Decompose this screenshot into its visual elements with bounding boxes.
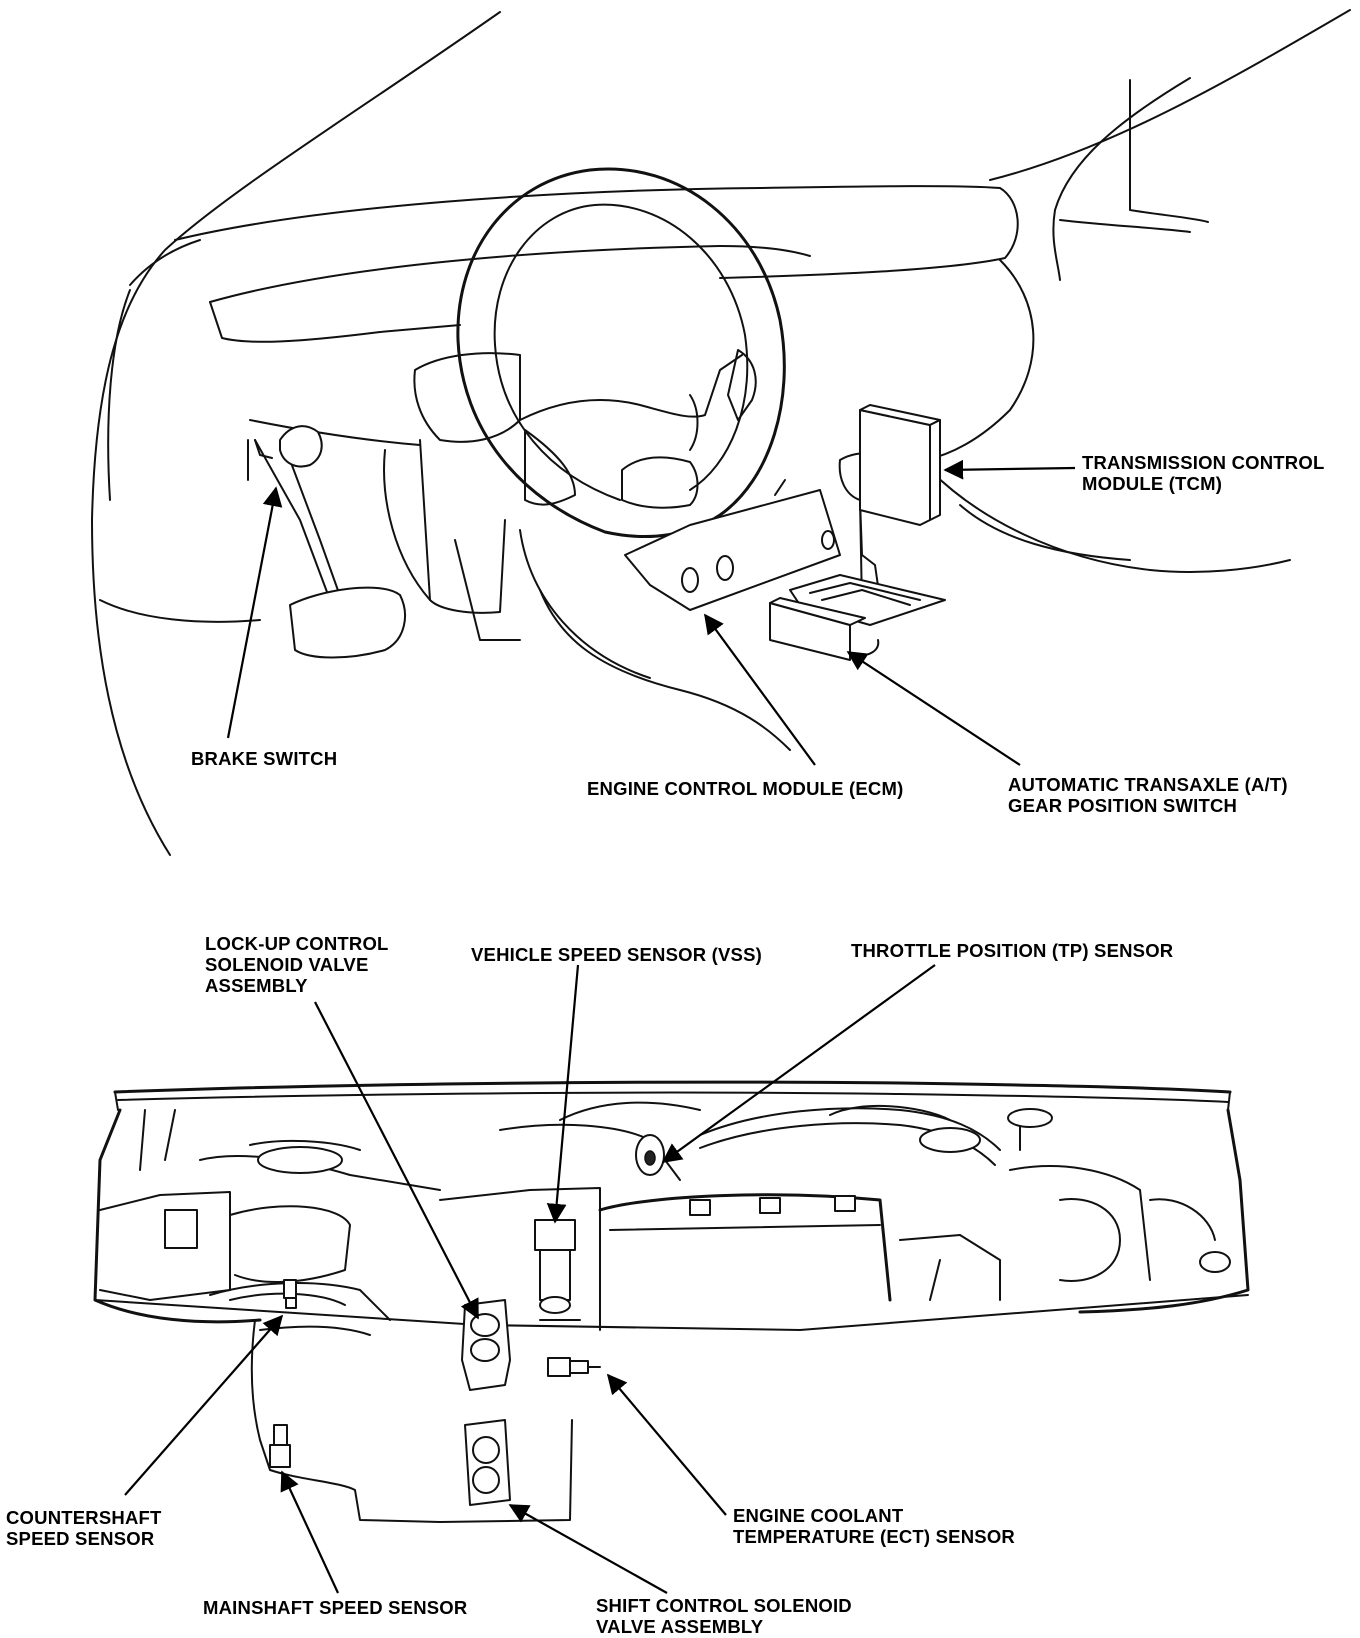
leader-tcm: [943, 459, 1076, 480]
ect-sensor: [547, 1357, 601, 1377]
label-countershaft-sensor: COUNTERSHAFT SPEED SENSOR: [6, 1507, 162, 1549]
ecm-module: [624, 479, 841, 611]
leader-gear-position-switch: [846, 651, 1021, 766]
tcm-module: [859, 404, 941, 526]
vehicle-speed-sensor: [534, 1219, 581, 1321]
label-gear-position-switch: AUTOMATIC TRANSAXLE (A/T) GEAR POSITION …: [1008, 774, 1288, 816]
mainshaft-sensor: [269, 1424, 291, 1468]
label-lockup-solenoid: LOCK-UP CONTROL SOLENOID VALVE ASSEMBLY: [205, 933, 389, 996]
label-ect-sensor: ENGINE COOLANT TEMPERATURE (ECT) SENSOR: [733, 1505, 1015, 1547]
steering-wheel: [456, 167, 786, 538]
label-ecm: ENGINE CONTROL MODULE (ECM): [587, 778, 904, 799]
leader-lockup-solenoid: [314, 1001, 479, 1320]
label-tcm: TRANSMISSION CONTROL MODULE (TCM): [1082, 452, 1325, 494]
gear-position-switch: [769, 597, 880, 661]
countershaft-sensor: [283, 1279, 297, 1309]
label-brake-switch: BRAKE SWITCH: [191, 748, 338, 769]
lockup-solenoid: [461, 1299, 511, 1391]
leader-shift-solenoid: [508, 1504, 668, 1594]
leader-tp-sensor: [661, 964, 936, 1163]
leader-countershaft-sensor: [124, 1314, 284, 1496]
leader-mainshaft-sensor: [280, 1470, 339, 1594]
dashboard-illustration: [91, 9, 1351, 856]
label-tp-sensor: THROTTLE POSITION (TP) SENSOR: [851, 940, 1174, 961]
label-mainshaft-sensor: MAINSHAFT SPEED SENSOR: [203, 1597, 468, 1618]
brake-pedal: [247, 425, 406, 659]
label-shift-solenoid: SHIFT CONTROL SOLENOID VALVE ASSEMBLY: [596, 1595, 852, 1637]
leader-ect-sensor: [606, 1373, 727, 1516]
leader-lines: [124, 459, 1076, 1594]
leader-ecm: [704, 613, 816, 766]
leader-brake-switch: [226, 486, 283, 739]
label-vss: VEHICLE SPEED SENSOR (VSS): [471, 944, 762, 965]
leader-vss: [546, 964, 580, 1224]
engine-compartment-illustration: [93, 1080, 1250, 1523]
shift-solenoid: [464, 1419, 511, 1506]
